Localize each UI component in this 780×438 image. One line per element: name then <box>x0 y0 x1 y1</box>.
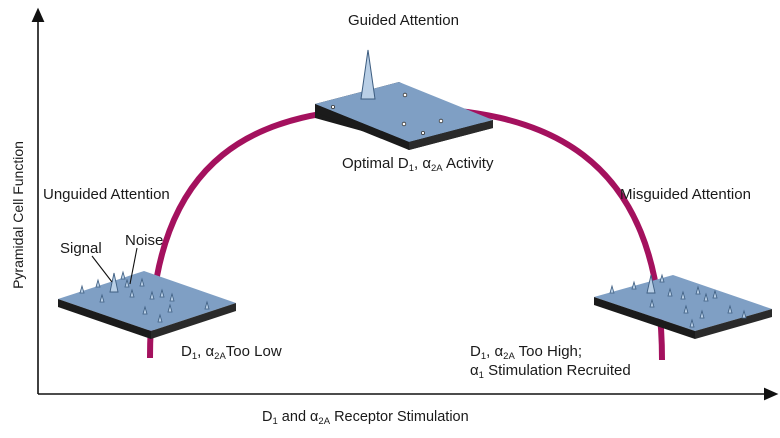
signal-pointer <box>91 255 113 283</box>
noise-pointer <box>129 247 138 285</box>
too-high-caption-line2: α1 Stimulation Recruited <box>470 362 631 381</box>
misguided-attention-label: Misguided Attention <box>620 186 751 203</box>
signal-spike-low <box>109 272 119 293</box>
x-axis-label: D1 and α2A Receptor Stimulation <box>262 409 469 427</box>
unguided-attention-label: Unguided Attention <box>43 186 170 203</box>
too-high-caption-line1: D1, α2A Too High; <box>470 343 583 362</box>
too-low-caption: D1, α2AToo Low <box>181 343 282 362</box>
noise-label: Noise <box>125 232 164 249</box>
plate-optimal <box>315 49 493 150</box>
signal-spike-high <box>646 274 656 294</box>
guided-attention-label: Guided Attention <box>348 12 459 29</box>
signal-label: Signal <box>60 240 102 257</box>
optimal-caption: Optimal D1, α2A Activity <box>342 155 494 174</box>
plate-low <box>58 270 236 339</box>
signal-spike-optimal <box>360 49 376 100</box>
plate-high <box>594 273 772 339</box>
